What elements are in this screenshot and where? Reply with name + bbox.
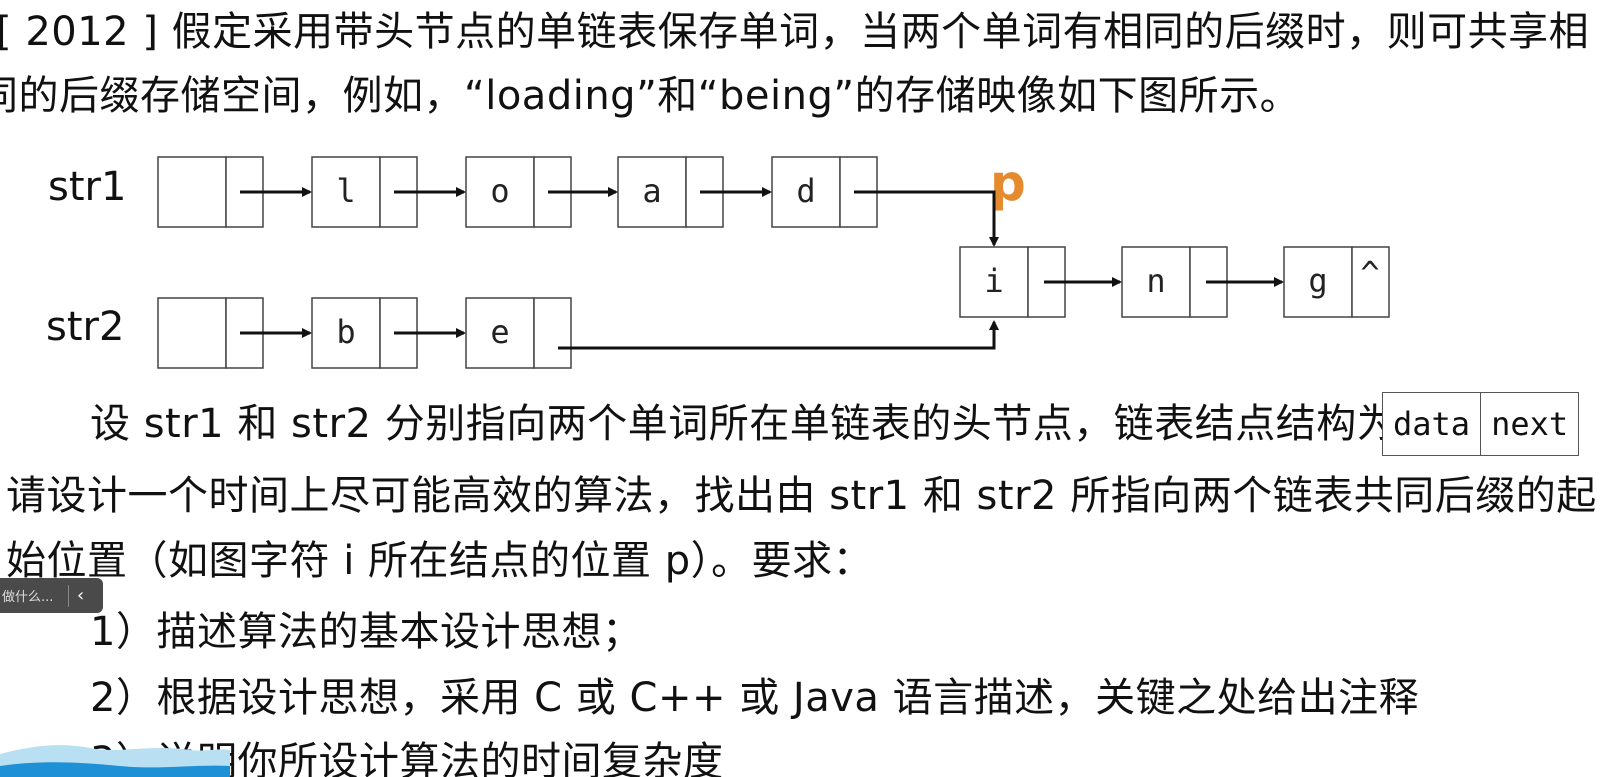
question-line-2: 同的后缀存储空间，例如，“loading”和“being”的存储映像如下图所示。 (0, 73, 1301, 119)
node-data: e (490, 313, 509, 351)
struct-next-cell: next (1480, 393, 1578, 455)
bottom-wave-decoration (0, 745, 230, 777)
node-data: o (490, 172, 509, 210)
node-data: n (1146, 262, 1165, 300)
question-line-3: 设 str1 和 str2 分别指向两个单词所在单链表的头节点，链表结点结构为 (90, 401, 1398, 447)
struct-data-cell: data (1393, 405, 1471, 443)
floating-tab-text: 做什么... (2, 590, 54, 605)
node-structure-box: data next (1382, 392, 1580, 456)
chevron-left-icon[interactable]: ‹ (77, 585, 85, 606)
shared-node-g: g ^ (1283, 246, 1390, 318)
node-data: d (796, 172, 815, 210)
question-line-1: [ 2012 ] 假定采用带头节点的单链表保存单词，当两个单词有相同的后缀时，则… (0, 9, 1590, 55)
requirement-2: 2）根据设计思想，采用 C 或 C++ 或 Java 语言描述，关键之处给出注释 (90, 675, 1420, 721)
question-line-5: 始位置（如图字符 i 所在结点的位置 p）。要求： (6, 538, 874, 584)
pointer-p-label: p (990, 154, 1026, 212)
floating-tab-divider (68, 584, 69, 607)
node-data: b (336, 313, 355, 351)
node-data: a (642, 172, 661, 210)
node-data: i (984, 262, 1003, 300)
str2-node-e: e (465, 297, 572, 369)
floating-side-tab[interactable]: 做什么... ‹ (0, 578, 103, 613)
str2-head-node (157, 297, 264, 369)
str2-node-b: b (311, 297, 418, 369)
arrow-d-to-i (854, 190, 999, 247)
str1-label: str1 (48, 164, 126, 210)
null-marker: ^ (1360, 254, 1379, 292)
question-line-4: 请设计一个时间上尽可能高效的算法，找出由 str1 和 str2 所指向两个链表… (6, 473, 1597, 519)
node-data: g (1308, 262, 1327, 300)
str2-label: str2 (46, 304, 124, 350)
arrow-e-to-i (558, 320, 999, 350)
node-data: l (336, 172, 355, 210)
requirement-1: 1）描述算法的基本设计思想； (90, 609, 643, 655)
linked-list-diagram: str1 str2 p l o a d b (46, 154, 1390, 369)
shared-node-n: n (1121, 246, 1228, 318)
